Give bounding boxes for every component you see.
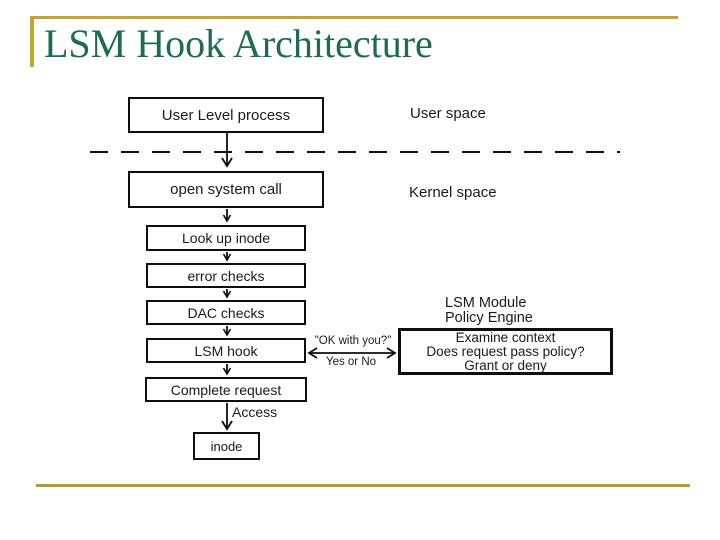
kernel-space-label: Kernel space <box>409 184 497 201</box>
flow-box-open-system-call: open system call <box>128 171 324 208</box>
lsm-module-label-line-1: LSM Module <box>445 295 527 311</box>
policy-box-line-2: Does request pass policy? <box>426 343 585 359</box>
ok-with-you-label: "OK with you?" <box>314 335 392 347</box>
flow-box-error-checks: error checks <box>146 263 306 288</box>
access-label: Access <box>232 404 278 420</box>
flow-box-look-up-inode: Look up inode <box>146 225 306 251</box>
flow-box-inode: inode <box>193 432 260 460</box>
flow-box-lsm-hook: LSM hook <box>146 338 306 363</box>
flow-box-complete-request: Complete request <box>145 377 307 402</box>
slide-accent-bar-left <box>30 16 34 67</box>
flow-box-dac-checks: DAC checks <box>146 300 306 325</box>
lsm-module-label-line-2: Policy Engine <box>445 310 533 326</box>
user-space-label: User space <box>410 105 486 122</box>
policy-box-line-3: Grant or deny <box>464 357 547 373</box>
yes-or-no-label: Yes or No <box>325 356 377 368</box>
policy-box-line-1: Examine context <box>455 329 556 345</box>
policy-engine-box: Examine context Does request pass policy… <box>398 328 613 375</box>
lsm-module-label: LSM Module Policy Engine <box>445 296 533 326</box>
slide-title: LSM Hook Architecture <box>44 21 433 66</box>
slide-accent-line-bottom <box>36 484 690 487</box>
flow-box-user-level-process: User Level process <box>128 97 324 133</box>
slide-accent-line-top <box>30 16 678 19</box>
